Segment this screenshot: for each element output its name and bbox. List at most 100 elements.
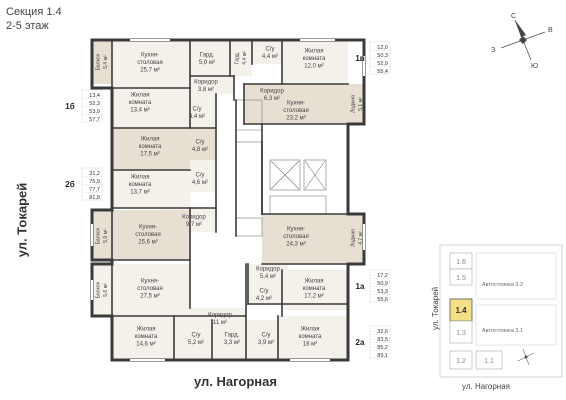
- room-label-line: 17,5 м²: [140, 152, 159, 158]
- room-label-line: 6,3 м²: [264, 96, 280, 102]
- minimap-parking-31: Автостоянка 3.1: [482, 328, 523, 334]
- room-label-line: 23,2 м²: [286, 116, 305, 122]
- room-label-line: 18 м²: [303, 342, 317, 348]
- room-label-line: 4,8 м²: [192, 147, 208, 153]
- apartment-area-value: 50,3: [377, 53, 388, 59]
- room-label-line: 4,4 м²: [262, 54, 278, 60]
- room-label-line: комната: [303, 56, 326, 62]
- room-label-line: столовая: [283, 234, 309, 240]
- room-label-line: 3,8 м²: [198, 87, 214, 93]
- room-label-line: 5,2 м²: [188, 340, 204, 346]
- apartment-area-value: 81,8: [89, 195, 100, 201]
- apartment-area-value: 55,4: [377, 69, 388, 75]
- room-label-line: С/у: [262, 332, 271, 338]
- minimap-street-bottom: ул. Нагорная: [462, 382, 510, 391]
- room-label-line: С/у: [196, 172, 205, 178]
- room-fill-r9: [244, 84, 348, 124]
- stair-core: [235, 99, 327, 237]
- room-label-line: 4,6 м²: [192, 180, 208, 186]
- room-fill-r30: [212, 320, 246, 360]
- room-label-line: 25,7 м²: [140, 68, 159, 74]
- room-label-line: Кухня-: [287, 227, 305, 233]
- room-label-r18: Кухня-столовая 24,3 м²: [283, 227, 309, 248]
- room-label-line: Гард.: [234, 52, 240, 64]
- room-fill-r26: [112, 264, 190, 316]
- room-label-line: Коридор: [208, 312, 232, 318]
- apartment-area-value: 12,0: [377, 45, 388, 51]
- room-fill-r12: [190, 94, 216, 128]
- room-label-line: 12,0 м²: [304, 64, 323, 70]
- room-label-line: Жилая: [131, 93, 150, 99]
- room-fill-r18: [262, 214, 348, 264]
- room-label-r12: С/у4,4 м²: [189, 106, 205, 120]
- room-label-r4: Гард.4,4 м²: [234, 51, 248, 65]
- room-label-line: комната: [299, 334, 322, 340]
- room-label-line: комната: [303, 286, 326, 292]
- apartment-area-value: 75,9: [89, 179, 100, 185]
- room-fill-r23: [248, 282, 282, 304]
- room-label-line: 5,6 м²: [103, 283, 109, 297]
- room-label-line: комната: [129, 182, 152, 188]
- room-fill-r15: [112, 170, 190, 208]
- room-label-line: 17,2 м²: [304, 294, 323, 300]
- apartment-area-value: 55,6: [377, 297, 388, 303]
- room-fill-r10: [348, 84, 364, 124]
- room-fill-r7: [190, 76, 234, 94]
- compass-w: З: [491, 47, 495, 54]
- room-label-line: 5,1 м²: [358, 97, 364, 111]
- room-label-line: Жилая: [137, 327, 156, 333]
- apartment-area-value: 31,2: [89, 171, 100, 177]
- room-label-line: Жилая: [305, 279, 324, 285]
- room-fill-r22: [248, 264, 288, 282]
- room-label-line: 4,7 м²: [358, 231, 364, 245]
- room-fill-r19: [348, 214, 364, 264]
- room-label-r29: С/у5,2 м²: [188, 332, 204, 346]
- minimap-section-16: 1.6: [456, 259, 466, 266]
- room-label-line: Кухня-: [141, 53, 159, 59]
- room-label-line: 27,5 м²: [140, 294, 159, 300]
- room-label-line: Коридор: [194, 79, 218, 85]
- room-fill-r3: [190, 40, 230, 76]
- apartment-area-value: 13,4: [89, 93, 100, 99]
- room-label-line: Жилая: [131, 175, 150, 181]
- room-label-r30: Гард.3,3 м²: [224, 332, 240, 346]
- apartment-area-value: 57,7: [89, 117, 100, 123]
- room-label-line: комната: [139, 144, 162, 150]
- room-label-line: 9,7 м²: [186, 222, 202, 228]
- apartment-area-value: 52,9: [377, 61, 388, 67]
- section-title: Секция 1.4: [6, 6, 62, 18]
- room-fill-r20: [92, 210, 112, 260]
- room-label-line: Коридор: [182, 214, 206, 220]
- room-label-line: столовая: [137, 286, 163, 292]
- room-label-line: 24,3 м²: [286, 242, 305, 248]
- room-label-line: 25,6 м²: [138, 240, 157, 246]
- room-label-r23: С/у4,2 м²: [256, 288, 272, 302]
- room-label-line: Жилая: [301, 327, 320, 333]
- room-fill-r13: [112, 128, 190, 170]
- room-fill-r28: [112, 316, 174, 360]
- room-fill-r11: [112, 88, 190, 128]
- room-label-line: 5,0 м²: [199, 60, 215, 66]
- apartment-area-value: 53,3: [377, 289, 388, 295]
- room-label-line: Жилая: [305, 49, 324, 55]
- north-arrow-icon: [515, 20, 526, 37]
- room-label-line: 4,2 м²: [256, 296, 272, 302]
- room-label-line: столовая: [135, 232, 161, 238]
- apartment-area-value: 53,9: [89, 109, 100, 115]
- room-label-line: Коридор: [256, 266, 280, 272]
